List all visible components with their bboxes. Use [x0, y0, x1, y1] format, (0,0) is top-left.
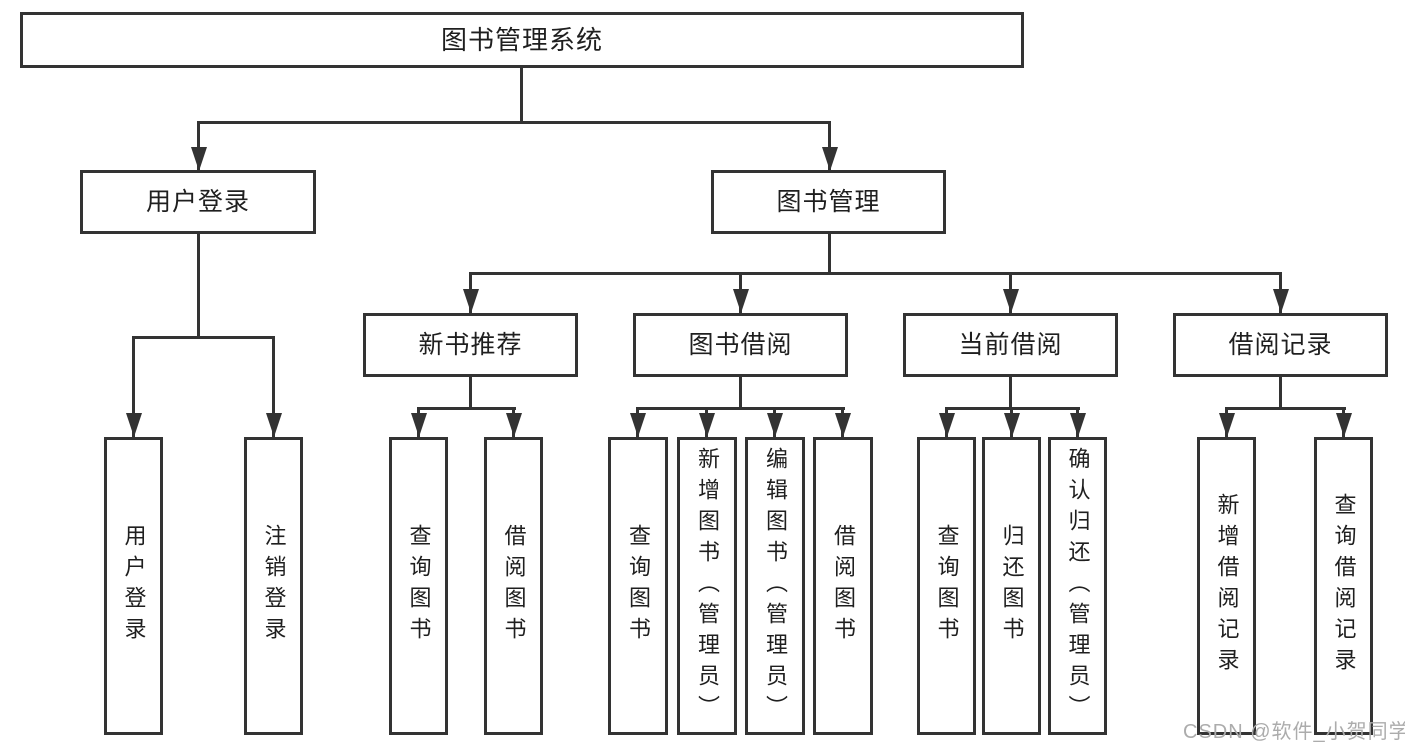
leaf-edit-books-admin: 编辑图书（管理员）	[745, 437, 805, 735]
node-label: 查询图书	[626, 524, 651, 648]
node-label: 查询图书	[406, 524, 432, 648]
arrow-down-icon	[766, 407, 783, 437]
arrow-down-icon	[505, 407, 522, 437]
connector-line	[636, 407, 845, 410]
connector-line	[828, 234, 831, 275]
node-label: 图书借阅	[688, 330, 793, 359]
arrow-down-icon	[125, 336, 142, 437]
node-user-login: 用户登录	[80, 170, 316, 234]
arrow-down-icon	[1069, 407, 1086, 437]
node-label: 查询图书	[934, 524, 960, 648]
csdn-watermark: CSDN @软件_小贺同学	[1183, 721, 1405, 743]
node-library-management-system: 图书管理系统	[20, 12, 1024, 68]
arrow-down-icon	[821, 121, 838, 171]
node-label: 当前借阅	[958, 330, 1063, 359]
node-book-borrowing: 图书借阅	[633, 313, 848, 377]
leaf-add-borrow-record: 新增借阅记录	[1197, 437, 1256, 735]
leaf-borrow-books: 借阅图书	[813, 437, 873, 735]
connector-line	[739, 377, 742, 410]
connector-line	[469, 377, 472, 410]
arrow-down-icon	[698, 407, 715, 437]
connector-line	[520, 68, 523, 121]
node-label: 新书推荐	[418, 330, 523, 359]
arrow-down-icon	[1218, 407, 1235, 437]
connector-line	[469, 272, 1282, 275]
connector-line	[1279, 377, 1282, 410]
node-current-borrowing: 当前借阅	[903, 313, 1118, 377]
connector-line	[1009, 377, 1012, 410]
node-label: 编辑图书（管理员）	[763, 446, 788, 726]
leaf-user-login: 用户登录	[104, 437, 163, 735]
node-label: 借阅图书	[501, 524, 527, 648]
leaf-query-books-current: 查询图书	[917, 437, 976, 735]
node-label: 新增图书（管理员）	[695, 446, 720, 726]
node-book-management: 图书管理	[711, 170, 946, 234]
arrow-down-icon	[410, 407, 427, 437]
node-label: 借阅记录	[1228, 330, 1333, 359]
leaf-add-books-admin: 新增图书（管理员）	[677, 437, 737, 735]
arrow-down-icon	[938, 407, 955, 437]
node-label: 图书管理	[776, 187, 881, 216]
node-label: 图书管理系统	[440, 25, 603, 55]
node-label: 用户登录	[121, 524, 147, 648]
node-label: 借阅图书	[831, 524, 856, 648]
arrow-down-icon	[1002, 272, 1019, 313]
node-borrowing-records: 借阅记录	[1173, 313, 1388, 377]
node-label: 归还图书	[999, 524, 1025, 648]
leaf-borrow-books-recommend: 借阅图书	[484, 437, 543, 735]
arrow-down-icon	[1272, 272, 1289, 313]
arrow-down-icon	[1335, 407, 1352, 437]
node-new-book-recommendation: 新书推荐	[363, 313, 578, 377]
node-label: 注销登录	[261, 524, 287, 648]
leaf-logout: 注销登录	[244, 437, 303, 735]
arrow-down-icon	[190, 121, 207, 171]
arrow-down-icon	[462, 272, 479, 313]
node-label: 查询借阅记录	[1331, 493, 1357, 679]
node-label: 用户登录	[145, 187, 250, 216]
arrow-down-icon	[1003, 407, 1020, 437]
node-label: 新增借阅记录	[1214, 493, 1240, 679]
leaf-query-books-borrowing: 查询图书	[608, 437, 668, 735]
leaf-return-books: 归还图书	[982, 437, 1041, 735]
connector-line	[132, 336, 275, 339]
connector-line	[197, 234, 200, 336]
connector-line	[417, 407, 516, 410]
arrow-down-icon	[834, 407, 851, 437]
arrow-down-icon	[265, 336, 282, 437]
arrow-down-icon	[732, 272, 749, 313]
connector-line	[197, 121, 831, 124]
arrow-down-icon	[629, 407, 646, 437]
leaf-query-books-recommend: 查询图书	[389, 437, 448, 735]
connector-line	[1225, 407, 1346, 410]
leaf-query-borrow-record: 查询借阅记录	[1314, 437, 1373, 735]
node-label: 确认归还（管理员）	[1065, 446, 1091, 726]
leaf-confirm-return-admin: 确认归还（管理员）	[1048, 437, 1107, 735]
